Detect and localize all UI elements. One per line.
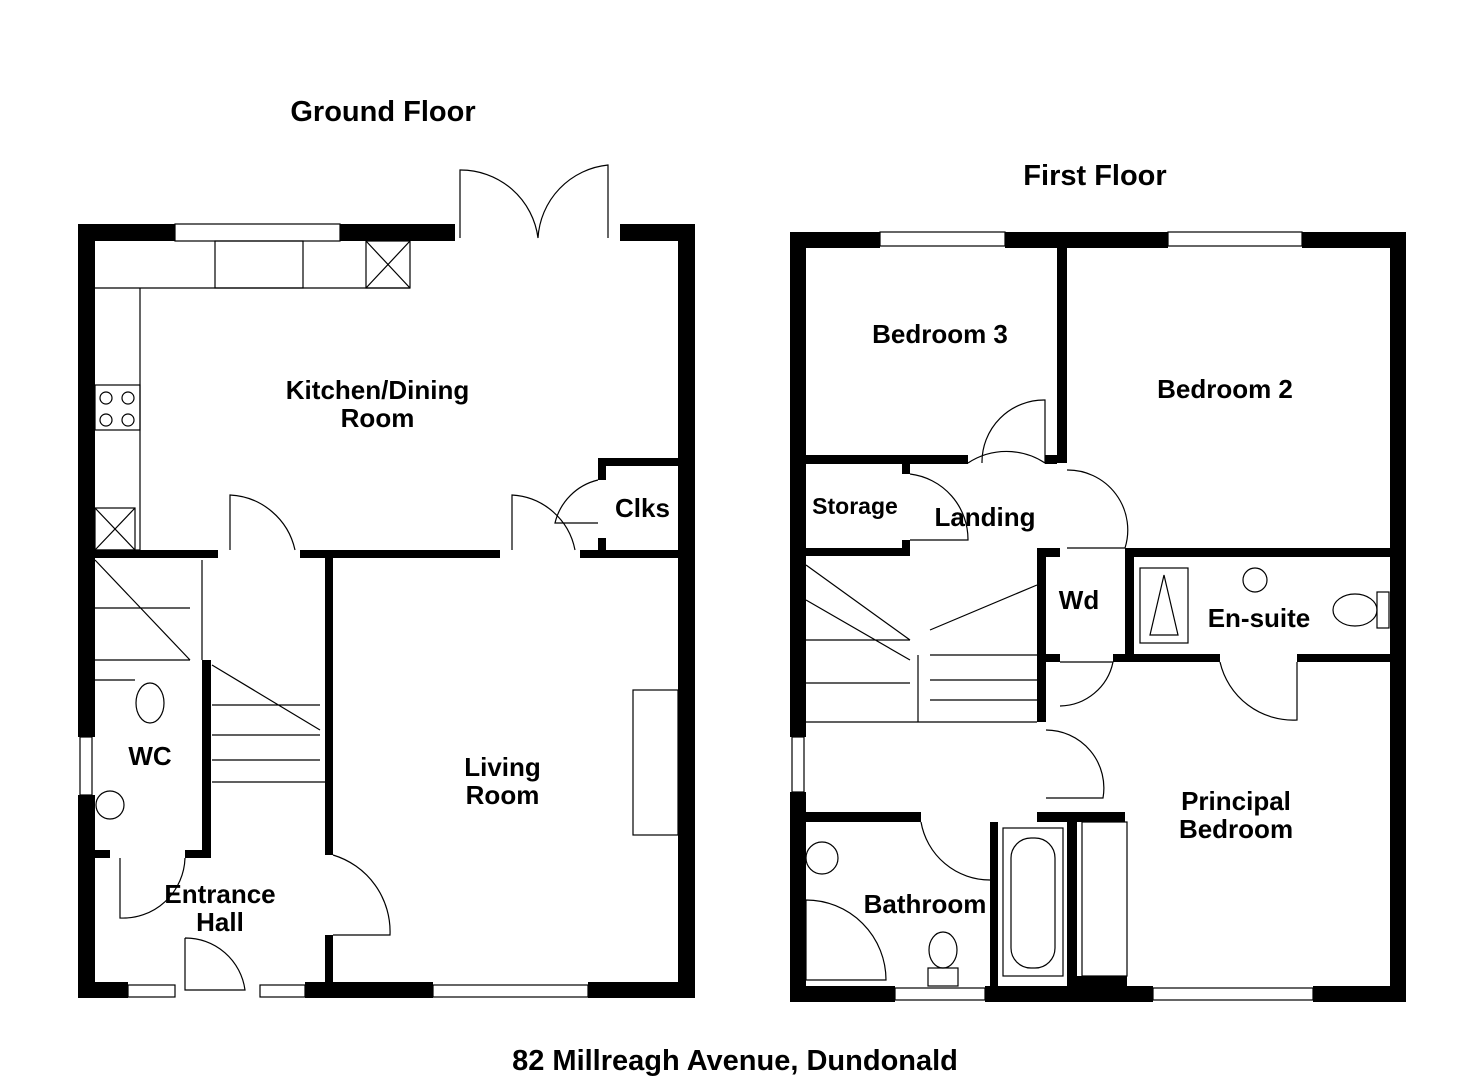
room-label-bathroom: Bathroom	[863, 889, 987, 919]
room-label-living-room: Living Room	[464, 752, 541, 810]
room-label-bedroom-2: Bedroom 2	[1157, 374, 1293, 404]
room-label-storage: Storage	[812, 493, 898, 519]
room-label-entrance-hall: Entrance Hall	[164, 879, 276, 937]
first-floor-fixtures	[791, 231, 1390, 1001]
first-floor-walls	[790, 232, 1406, 1002]
room-label-bedroom-3: Bedroom 3	[872, 319, 1008, 349]
room-label-wc: WC	[128, 741, 172, 771]
room-label-landing: Landing	[934, 502, 1036, 532]
first-floor-title: First Floor	[1023, 160, 1167, 192]
property-address: 82 Millreagh Avenue, Dundonald	[512, 1045, 958, 1077]
ground-floor-walls	[78, 224, 695, 998]
room-label-kitchen-dining: Kitchen/Dining Room	[285, 375, 470, 433]
room-label-principal-bedroom: Principal Bedroom	[1178, 786, 1294, 844]
ground-floor-title: Ground Floor	[290, 96, 476, 128]
room-label-wardrobe: Wd	[1058, 585, 1100, 615]
room-label-en-suite: En-suite	[1207, 603, 1311, 633]
room-label-clks: Clks	[615, 493, 670, 523]
ground-floor-fixtures	[79, 164, 679, 998]
